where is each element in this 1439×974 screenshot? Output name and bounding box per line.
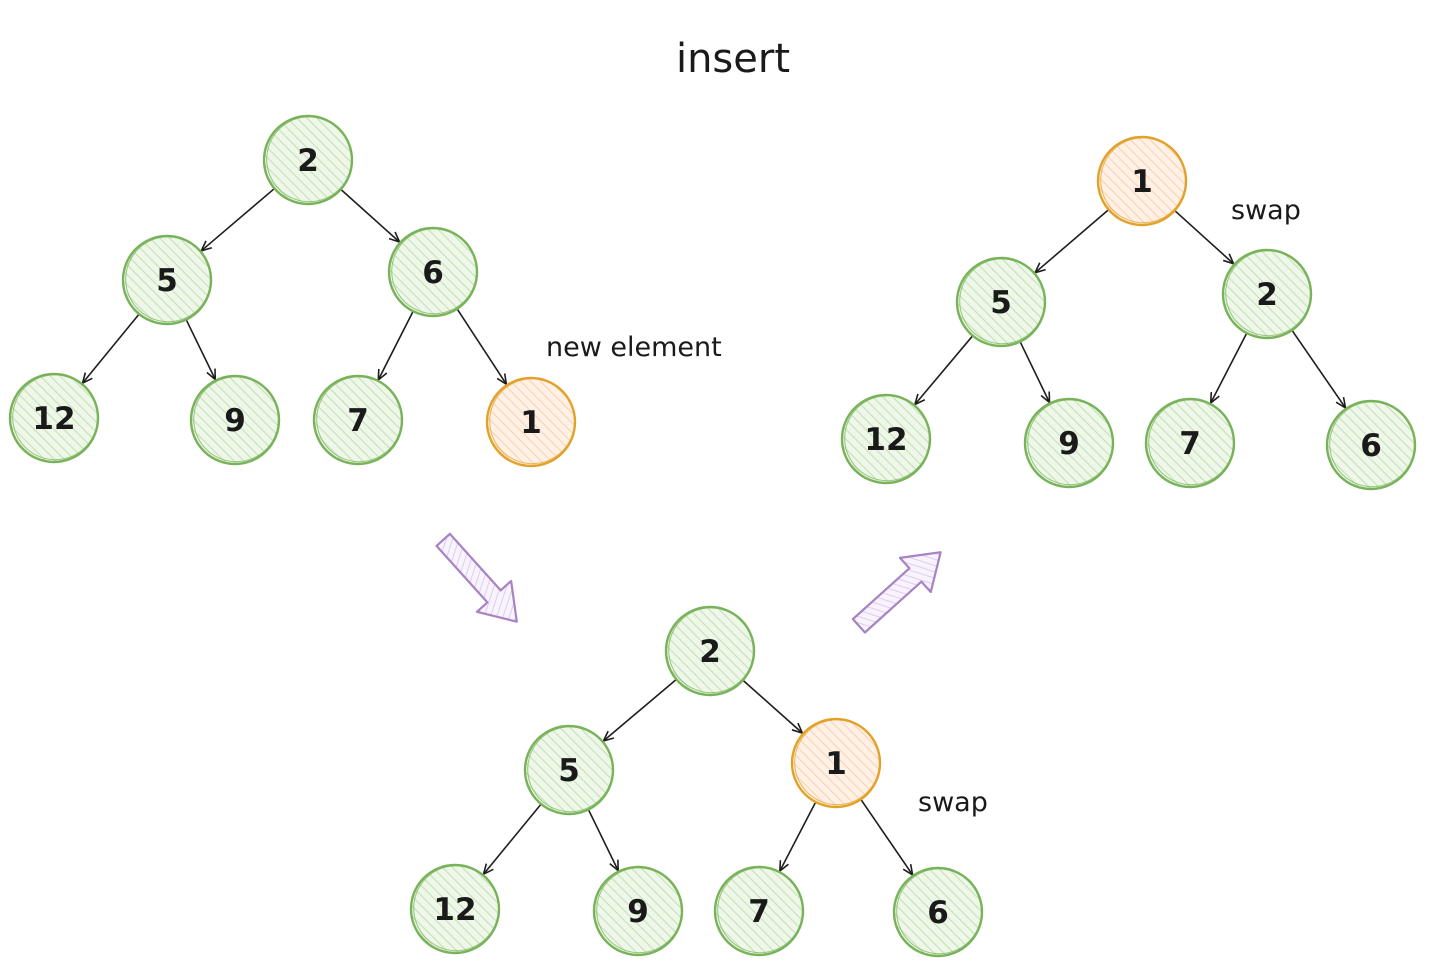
- node-value: 7: [347, 403, 369, 439]
- tree-annotation: swap: [1231, 195, 1301, 226]
- node-circle-outline: [896, 868, 983, 955]
- node-value: 7: [748, 894, 770, 930]
- heap-tree-step-1: 2 5 6 12 9 7 1 new element: [8, 114, 722, 468]
- tree-edge: [1209, 330, 1249, 404]
- node-value: 12: [864, 422, 907, 458]
- tree-edge: [377, 309, 415, 381]
- node-value: 2: [699, 634, 721, 670]
- node-value: 5: [990, 285, 1012, 321]
- tree-edge: [1034, 207, 1111, 274]
- node-value: 1: [825, 746, 847, 782]
- node-circle-outline: [413, 865, 500, 952]
- tree-node: 12: [8, 372, 100, 464]
- node-circle-outline: [266, 116, 353, 203]
- trees-layer: 2 5 6 12 9 7 1 new element 2 5 1 12 9 7 6 swap 1 5 2 12 9 7 6 s…: [8, 114, 1417, 958]
- node-value: 6: [927, 895, 949, 931]
- node-value: 9: [627, 894, 649, 930]
- node-circle-outline: [844, 395, 931, 482]
- tree-annotation: swap: [918, 787, 988, 818]
- tree-node-highlighted: 1: [790, 717, 882, 809]
- diagram-title: insert: [676, 36, 790, 82]
- node-value: 2: [1256, 277, 1278, 313]
- node-value: 2: [297, 143, 319, 179]
- tree-edge: [455, 306, 508, 386]
- node-circle-outline: [959, 258, 1046, 345]
- tree-node: 12: [409, 863, 501, 955]
- tree-node: 5: [523, 724, 615, 816]
- tree-annotation: new element: [546, 332, 722, 363]
- tree-edge: [586, 807, 620, 872]
- node-value: 1: [520, 405, 542, 441]
- tree-node-highlighted: 1: [1096, 135, 1188, 227]
- node-circle-outline: [12, 374, 99, 461]
- node-value: 7: [1179, 426, 1201, 462]
- tree-edge: [200, 186, 277, 252]
- node-circle-outline: [391, 228, 478, 315]
- node-circle-outline: [1225, 250, 1312, 337]
- tree-node: 2: [1221, 248, 1313, 340]
- tree-edge: [740, 678, 804, 734]
- tree-node: 6: [1325, 399, 1417, 491]
- tree-edge: [184, 317, 217, 381]
- node-circle-outline: [717, 867, 804, 954]
- node-circle-outline: [489, 378, 576, 465]
- tree-edge: [482, 801, 544, 876]
- node-value: 5: [156, 263, 178, 299]
- tree-edge: [778, 799, 818, 872]
- node-circle-outline: [794, 719, 881, 806]
- heap-tree-step-2: 2 5 1 12 9 7 6 swap: [409, 605, 988, 958]
- node-value: 5: [558, 753, 580, 789]
- node-value: 9: [224, 403, 246, 439]
- tree-edge: [602, 677, 679, 742]
- node-circle-outline: [668, 607, 755, 694]
- tree-edge: [1018, 339, 1051, 404]
- node-circle-outline: [1100, 137, 1187, 224]
- tree-node: 2: [262, 114, 354, 206]
- tree-node: 9: [1023, 397, 1115, 489]
- tree-node: 2: [664, 605, 756, 697]
- tree-edge: [914, 333, 975, 406]
- node-value: 12: [32, 401, 75, 437]
- step-arrow-down: [435, 532, 518, 623]
- heap-tree-step-3: 1 5 2 12 9 7 6 swap: [840, 135, 1417, 491]
- node-circle-outline: [527, 726, 614, 813]
- tree-node: 7: [312, 374, 404, 466]
- node-circle-outline: [1027, 399, 1114, 486]
- tree-node: 6: [387, 226, 479, 318]
- tree-edge: [1172, 208, 1235, 265]
- node-circle-outline: [125, 236, 212, 323]
- tree-node: 9: [592, 865, 684, 957]
- tree-node: 7: [1144, 397, 1236, 489]
- node-value: 6: [422, 255, 444, 291]
- node-circle-outline: [1329, 401, 1416, 488]
- tree-node: 9: [189, 374, 281, 466]
- node-circle-outline: [316, 376, 403, 463]
- node-circle-outline: [1148, 399, 1235, 486]
- node-value: 9: [1058, 426, 1080, 462]
- tree-node-highlighted: 1: [485, 376, 577, 468]
- node-value: 12: [433, 892, 476, 928]
- tree-edge: [81, 311, 142, 385]
- tree-node: 12: [840, 393, 932, 485]
- node-circle-outline: [596, 867, 683, 954]
- tree-edge: [1290, 328, 1347, 409]
- tree-node: 6: [892, 866, 984, 958]
- node-value: 1: [1131, 164, 1153, 200]
- tree-node: 7: [713, 865, 805, 957]
- step-arrow-up: [851, 551, 942, 634]
- node-circle-outline: [193, 376, 280, 463]
- tree-node: 5: [121, 234, 213, 326]
- tree-edge: [859, 797, 914, 876]
- tree-node: 5: [955, 256, 1047, 348]
- tree-edge: [338, 187, 401, 243]
- node-value: 6: [1360, 428, 1382, 464]
